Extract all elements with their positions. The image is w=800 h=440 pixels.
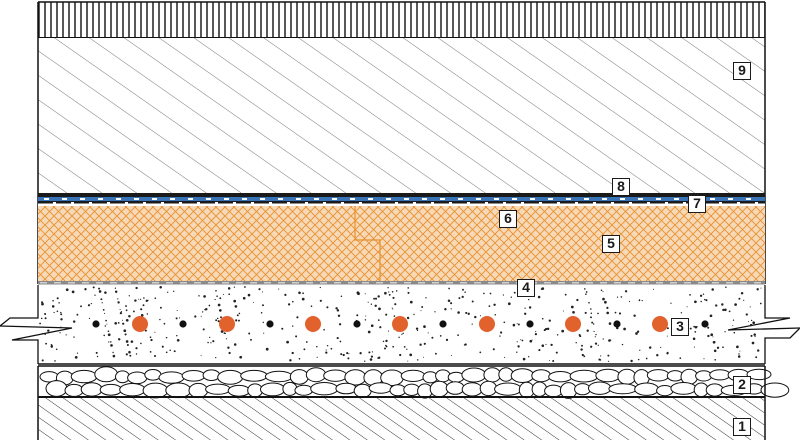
rebar-large [479, 316, 495, 332]
rebar-small [266, 320, 274, 328]
subsoil-layer [38, 398, 765, 440]
membrane-stack [38, 193, 765, 207]
rebar-small [353, 320, 361, 328]
break-line-left [0, 285, 73, 364]
rebar-small [179, 320, 187, 328]
rebar-row [92, 316, 709, 332]
insulation-joint [354, 206, 381, 282]
rebar-small [613, 320, 621, 328]
rebar-small [92, 320, 100, 328]
rebar-large [565, 316, 581, 332]
label-6: 6 [499, 210, 517, 228]
rebar-small [439, 320, 447, 328]
rebar-small [701, 320, 709, 328]
rebar-large [392, 316, 408, 332]
rebar-large [652, 316, 668, 332]
vegetation-layer [38, 2, 765, 38]
break-line-right [727, 285, 800, 364]
concrete-aggregate [39, 285, 762, 363]
label-1: 1 [733, 418, 751, 436]
label-5: 5 [602, 235, 620, 253]
label-7: 7 [688, 195, 706, 213]
label-9: 9 [733, 62, 751, 80]
rebar-large [305, 316, 321, 332]
label-3: 3 [671, 318, 689, 336]
rebar-large [219, 316, 235, 332]
label-4: 4 [517, 279, 535, 297]
label-2: 2 [733, 376, 751, 394]
separation-layer [38, 281, 765, 285]
rebar-large [132, 316, 148, 332]
label-8: 8 [612, 178, 630, 196]
rebar-small [526, 320, 534, 328]
